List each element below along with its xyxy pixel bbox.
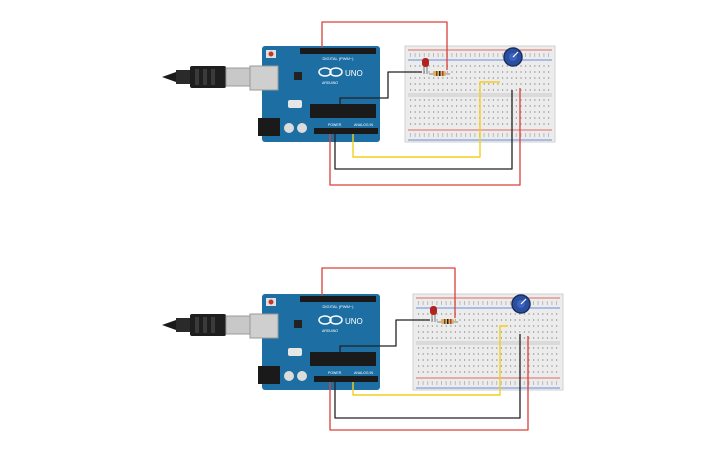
resistor-component[interactable]	[437, 319, 458, 324]
header-top-label: DIGITAL (PWM~)	[323, 304, 355, 309]
circuit-1: DIGITAL (PWM~) UNO ARDUINO POWER ANALOG …	[162, 21, 556, 186]
infinity-logo-icon	[318, 315, 343, 325]
arduino-board[interactable]: DIGITAL (PWM~) UNO ARDUINO POWER ANALOG …	[249, 46, 380, 142]
wire-yellow[interactable]	[352, 325, 508, 396]
breadboard[interactable]	[412, 293, 564, 391]
usb-cable-icon[interactable]	[162, 66, 251, 88]
power-jack-icon	[258, 118, 280, 136]
wires	[321, 21, 521, 186]
wire-black-top[interactable]	[339, 71, 422, 104]
board-brand-label: UNO	[345, 317, 363, 326]
wire-yellow[interactable]	[352, 81, 500, 158]
infinity-logo-icon	[318, 67, 343, 77]
wire-red-loop[interactable]	[329, 88, 521, 186]
board-logo-label: ARDUINO	[322, 329, 338, 333]
power-jack-icon	[258, 366, 280, 384]
power-analog-header[interactable]	[314, 128, 378, 134]
arduino-board[interactable]: DIGITAL (PWM~) UNO ARDUINO POWER ANALOG …	[249, 294, 380, 390]
board-logo-label: ARDUINO	[322, 81, 338, 85]
wire-red-top[interactable]	[321, 267, 456, 318]
header-top-label: DIGITAL (PWM~)	[323, 56, 355, 61]
potentiometer-component[interactable]	[503, 47, 523, 67]
usb-cable-icon[interactable]	[162, 314, 251, 336]
led-component[interactable]	[430, 306, 437, 322]
chip-small	[294, 320, 302, 328]
chip-small	[294, 72, 302, 80]
atmega-chip	[310, 104, 376, 118]
wire-red-loop[interactable]	[329, 336, 529, 431]
power-label: POWER	[328, 371, 342, 375]
power-label: POWER	[328, 123, 342, 127]
potentiometer-component[interactable]	[511, 294, 531, 314]
wire-black-top[interactable]	[339, 319, 430, 352]
breadboard-holes	[418, 301, 558, 385]
wires	[321, 267, 529, 431]
led-component[interactable]	[422, 58, 429, 74]
circuit-2: DIGITAL (PWM~) UNO ARDUINO POWER ANALOG …	[162, 267, 564, 431]
atmega-chip	[310, 352, 376, 366]
resistor-component[interactable]	[429, 71, 450, 76]
wire-black-loop[interactable]	[334, 90, 513, 170]
digital-header[interactable]	[300, 48, 376, 54]
power-analog-header[interactable]	[314, 376, 378, 382]
analog-label: ANALOG IN	[354, 371, 374, 375]
analog-label: ANALOG IN	[354, 123, 374, 127]
wire-black-loop[interactable]	[334, 334, 521, 419]
wire-red-top[interactable]	[321, 21, 448, 70]
board-brand-label: UNO	[345, 69, 363, 78]
digital-header[interactable]	[300, 296, 376, 302]
